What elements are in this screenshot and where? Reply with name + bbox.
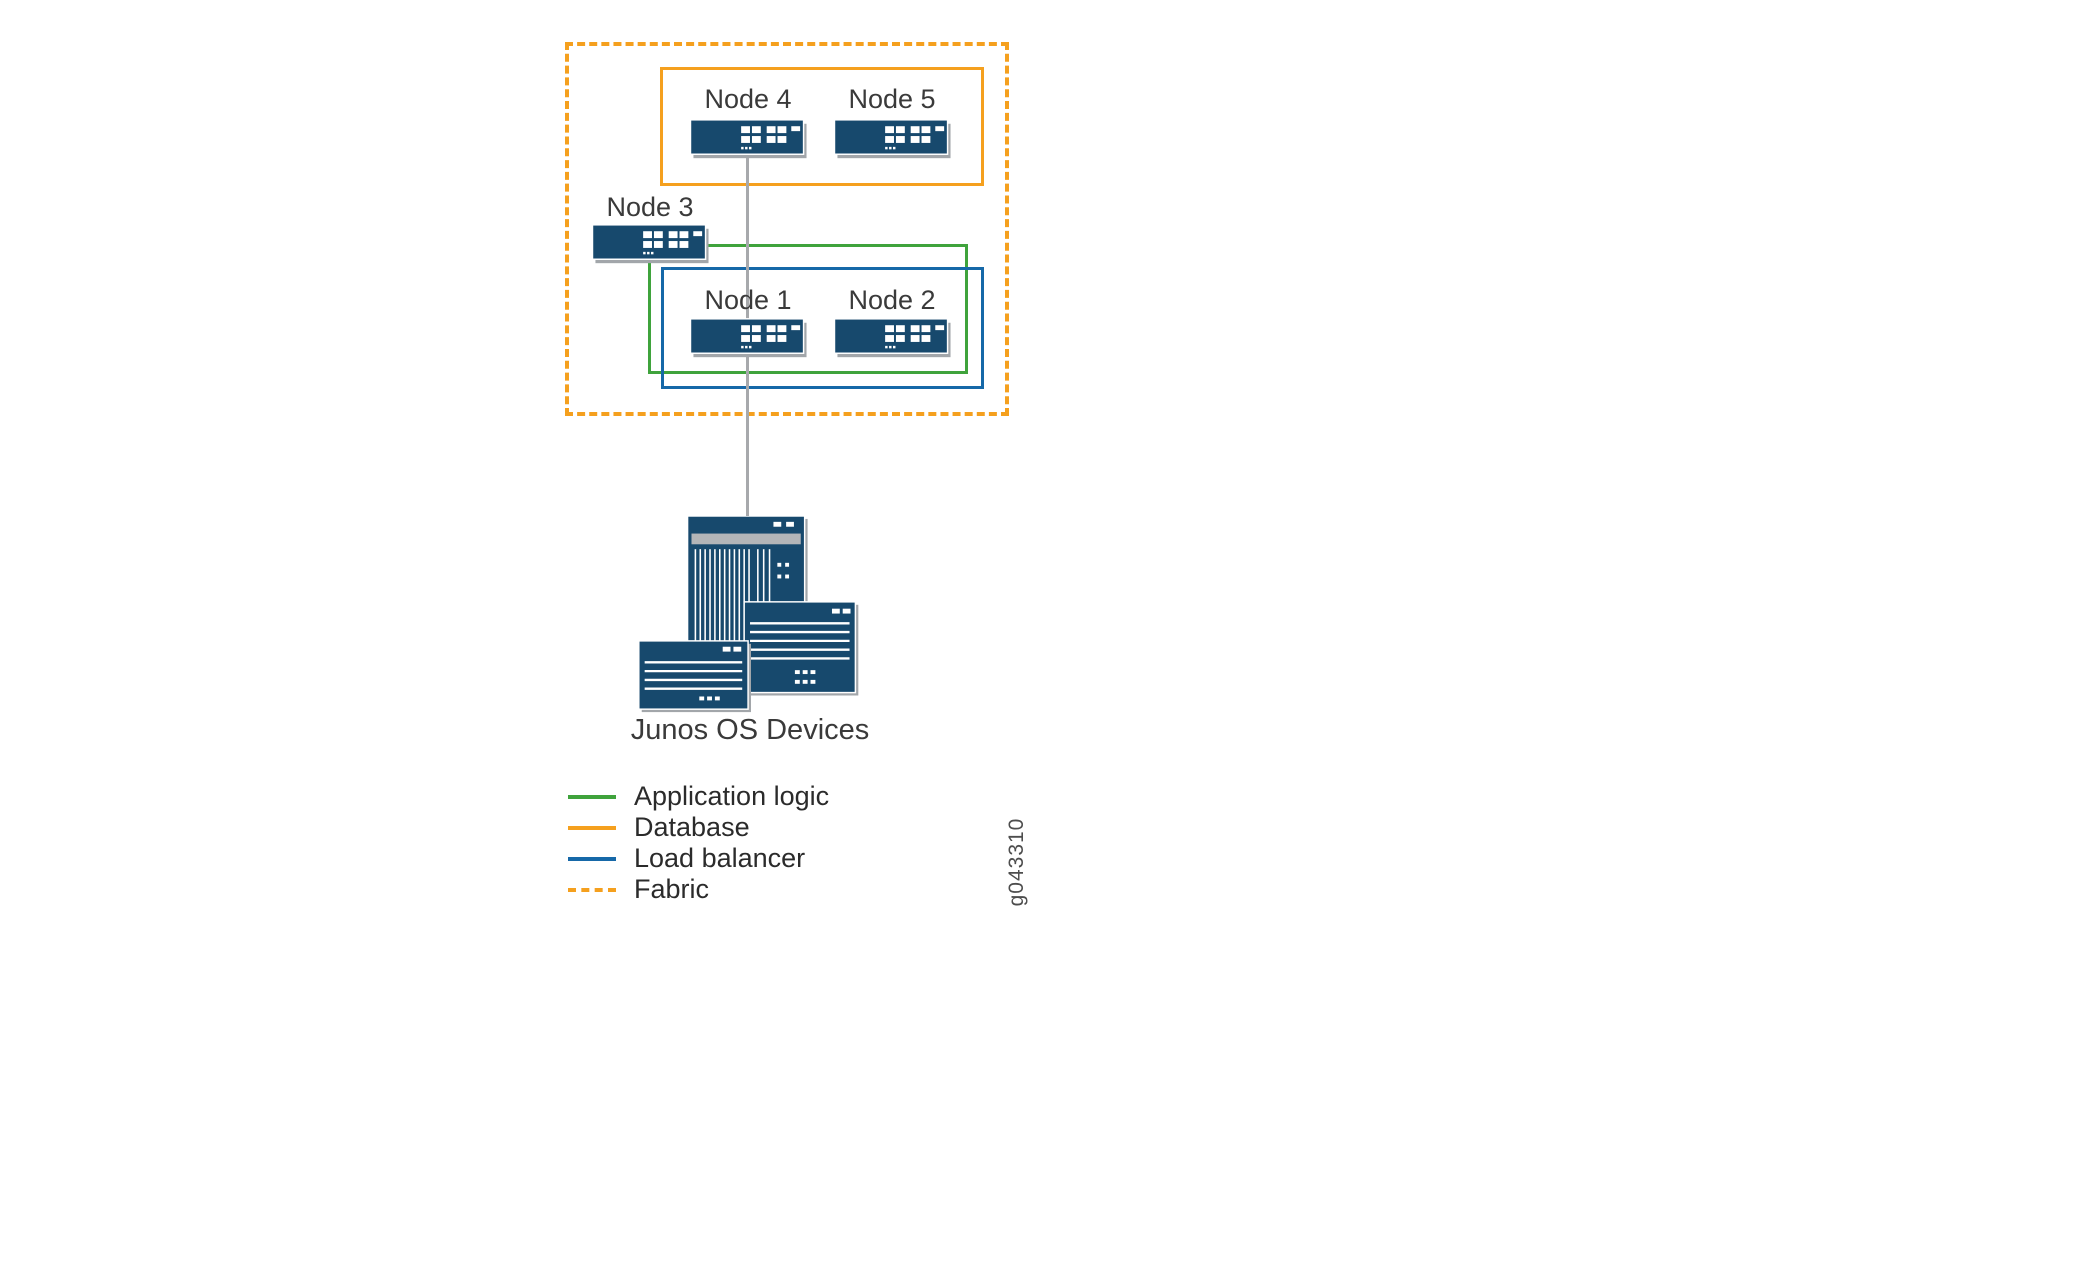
legend-item-database: Database [568, 812, 829, 843]
node5-switch-icon [834, 119, 952, 159]
node1-label: Node 1 [704, 285, 792, 315]
application-logic-group [648, 244, 968, 374]
node2-switch-icon [834, 318, 952, 358]
legend-label: Application logic [634, 781, 830, 811]
junos-devices-label: Junos OS Devices [630, 714, 870, 746]
load-balancer-line-swatch [568, 856, 616, 861]
application-logic-line-swatch [568, 794, 616, 799]
legend-label: Fabric [634, 874, 710, 904]
node4-switch-icon [690, 119, 808, 159]
node5-label: Node 5 [848, 84, 936, 114]
load-balancer-group [661, 267, 984, 389]
node4-label: Node 4 [704, 84, 792, 114]
node2-label: Node 2 [848, 285, 936, 315]
database-group [660, 67, 984, 186]
node3-switch-icon [592, 224, 710, 264]
legend-label: Database [634, 812, 750, 842]
figure-id: g043310 [1005, 817, 1028, 907]
legend-item-load-balancer: Load balancer [568, 843, 829, 874]
junos-devices-icon [638, 516, 864, 716]
legend-label: Load balancer [634, 843, 806, 873]
node3-label: Node 3 [606, 192, 694, 222]
fabric-boundary [565, 42, 1009, 416]
legend: Application logic Database Load balancer… [568, 781, 829, 905]
legend-item-application-logic: Application logic [568, 781, 829, 812]
legend-item-fabric: Fabric [568, 874, 829, 905]
node1-switch-icon [690, 318, 808, 358]
fabric-line-swatch [568, 887, 616, 892]
database-line-swatch [568, 825, 616, 830]
